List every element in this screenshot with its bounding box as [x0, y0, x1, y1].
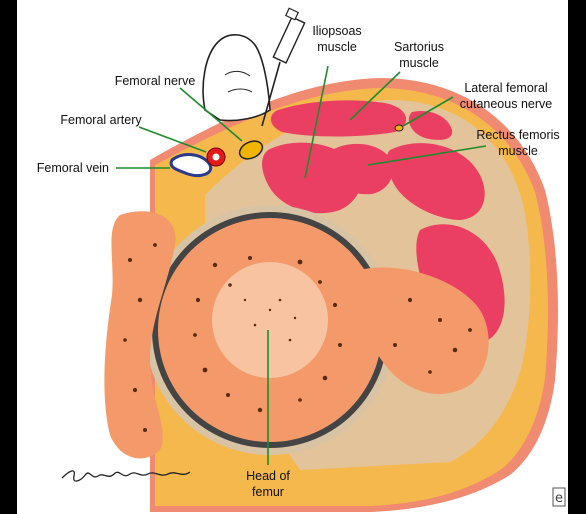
head-of-femur-label-line1: Head of — [246, 469, 290, 483]
femoral-head-center — [212, 262, 328, 378]
iliopsoas-label-line2: muscle — [317, 40, 357, 54]
iliopsoas-label-line1: Iliopsoas — [312, 24, 361, 38]
femoral-cross-section-diagram: Femoral nerve Femoral artery Femoral vei… — [17, 0, 568, 514]
femoral-artery-label: Femoral artery — [60, 113, 142, 127]
femoral-artery-lumen — [213, 154, 220, 161]
sartorius-label-line2: muscle — [399, 56, 439, 70]
femoral-nerve-label: Femoral nerve — [115, 74, 196, 88]
svg-text:e: e — [555, 491, 563, 506]
illustration-panel: Femoral nerve Femoral artery Femoral vei… — [17, 0, 568, 514]
lateral-femoral-cutaneous-nerve — [395, 125, 403, 131]
femoral-vein-label: Femoral vein — [37, 161, 109, 175]
lateral-femoral-label-line2: cutaneous nerve — [460, 97, 552, 111]
palpating-finger-icon — [203, 35, 270, 121]
head-of-femur-label-line2: femur — [252, 485, 284, 499]
lateral-femoral-label-line1: Lateral femoral — [464, 81, 547, 95]
sartorius-label-line1: Sartorius — [394, 40, 444, 54]
rectus-femoris-label-line1: Rectus femoris — [476, 128, 559, 142]
corner-mark-icon: e — [553, 488, 565, 506]
rectus-femoris-label-line2: muscle — [498, 144, 538, 158]
